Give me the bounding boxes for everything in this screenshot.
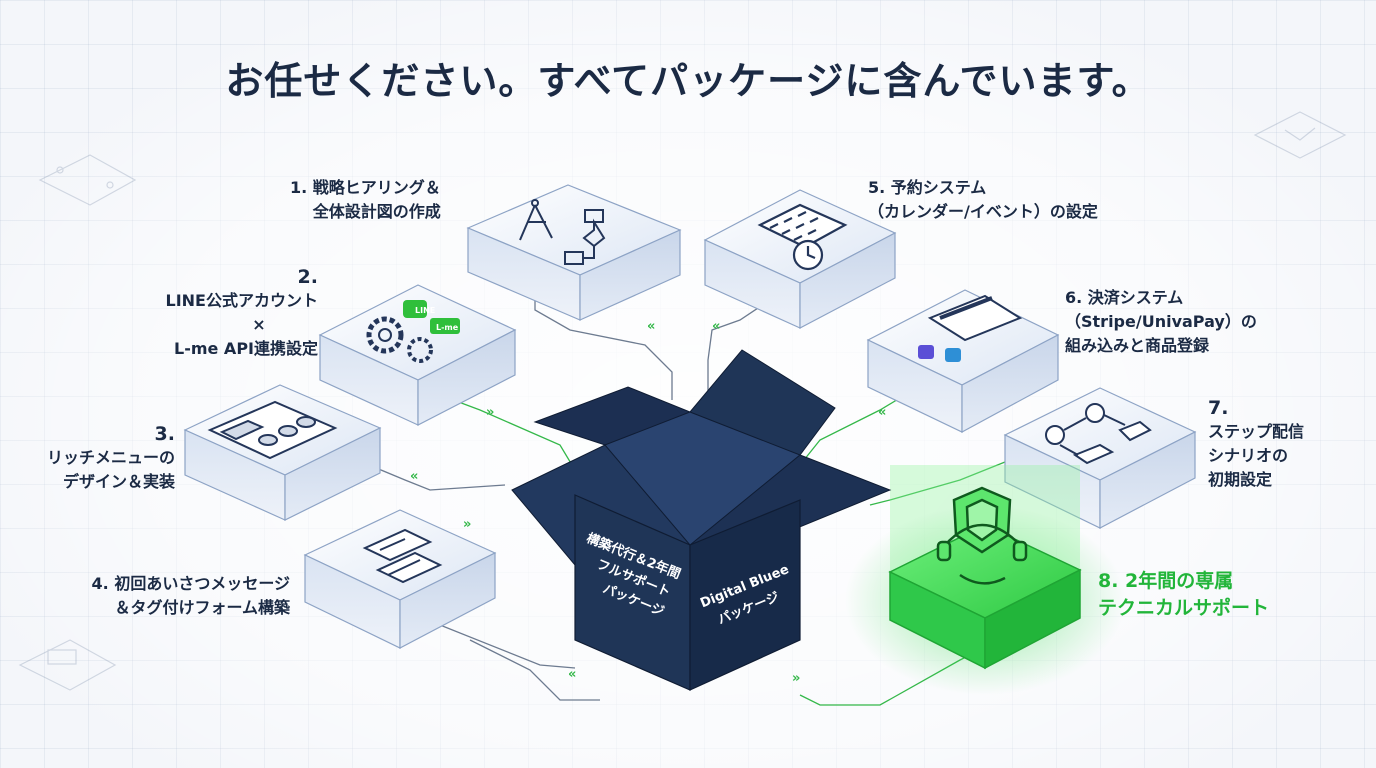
page-title: お任せください。すべてパッケージに含んでいます。 [225,59,1151,103]
svg-text:«: « [712,319,720,334]
rich-menu-icon [207,400,338,460]
service-box-2: LINE L-me [318,284,517,426]
svg-text:»: » [486,405,494,420]
compass-flowchart-icon [519,199,606,265]
central-package-box [511,349,892,691]
calendar-clock-icon [757,203,848,271]
credit-card-icon [918,294,1023,362]
svg-text:»: » [792,671,800,686]
svg-text:«: « [878,405,886,420]
service-label-4: 4. 初回あいさつメッセージ ＆タグ付けフォーム構築 [91,574,290,617]
service-box-6 [866,289,1060,434]
service-box-7 [1003,387,1197,529]
service-label-1: 1. 戦略ヒアリング＆ 全体設計図の作成 [290,178,441,221]
connector-4b [469,639,600,701]
shield-headset-icon [936,486,1028,585]
bg-decor-left [18,154,137,691]
lme-badge: L-me [436,323,459,332]
svg-text:«: « [647,319,655,334]
svg-text:»: » [463,517,471,532]
svg-text:«: « [410,469,418,484]
connector-1 [534,295,673,400]
service-box-4 [303,509,497,649]
line-badge: LINE [415,306,435,315]
service-box-8 [845,465,1125,695]
service-box-3 [183,384,382,521]
chat-bubbles-icon [362,528,443,584]
service-label-7: 7. ステップ配信 シナリオの 初期設定 [1208,397,1305,489]
connector-6 [799,394,906,466]
service-label-8: 8. 2年間の専属 テクニカルサポート [1098,570,1270,619]
chevron-markers: « « » « « » « » [410,319,886,686]
bg-decor-right [1253,111,1347,159]
service-label-3: 3. リッチメニューの デザイン＆実装 [46,423,175,491]
connector-5 [707,299,771,400]
service-label-5: 5. 予約システム （カレンダー/イベント）の設定 [868,178,1098,221]
service-label-2: 2. LINE公式アカウント × L-me API連携設定 [165,266,318,358]
connector-7 [869,459,1011,506]
connector-2 [439,394,576,471]
gears-line-icon [366,300,460,363]
service-box-1 [466,184,682,321]
step-flow-icon [1045,403,1152,465]
service-box-5 [703,189,897,329]
svg-text:«: « [568,667,576,682]
service-label-6: 6. 決済システム （Stripe/UnivaPay）の 組み込みと商品登録 [1065,288,1257,355]
